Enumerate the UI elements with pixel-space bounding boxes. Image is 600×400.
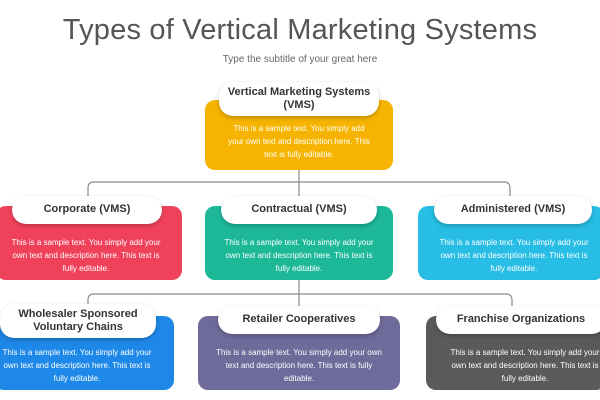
node-administered-label: Administered (VMS) <box>434 196 592 224</box>
node-retailer-label: Retailer Cooperatives <box>218 306 380 334</box>
node-corporate-label: Corporate (VMS) <box>12 196 162 224</box>
page-subtitle: Type the subtitle of your great here <box>222 54 378 65</box>
node-retailer: Retailer Cooperatives This is a sample t… <box>198 306 400 390</box>
node-retailer-text: This is a sample text. You simply add yo… <box>216 348 382 383</box>
node-contractual: Contractual (VMS) This is a sample text.… <box>205 196 393 280</box>
node-franchise: Franchise Organizations This is a sample… <box>426 306 600 390</box>
node-franchise-text: This is a sample text. You simply add yo… <box>450 348 600 383</box>
node-wholesaler: Wholesaler Sponsored Voluntary Chains Th… <box>0 304 174 390</box>
node-contractual-text: This is a sample text. You simply add yo… <box>224 238 374 273</box>
node-root-label: Vertical Marketing Systems (VMS) <box>219 82 379 116</box>
node-administered: Administered (VMS) This is a sample text… <box>418 196 600 280</box>
node-root-text: This is a sample text. You simply add yo… <box>228 124 370 159</box>
connector-level3-bar <box>87 293 513 306</box>
node-franchise-label: Franchise Organizations <box>436 306 600 334</box>
node-corporate: Corporate (VMS) This is a sample text. Y… <box>0 196 182 280</box>
node-administered-text: This is a sample text. You simply add yo… <box>439 238 589 273</box>
node-corporate-text: This is a sample text. You simply add yo… <box>11 238 161 273</box>
node-contractual-label: Contractual (VMS) <box>221 196 377 224</box>
node-wholesaler-text: This is a sample text. You simply add yo… <box>2 348 152 383</box>
node-root: Vertical Marketing Systems (VMS) This is… <box>205 82 393 170</box>
node-wholesaler-label: Wholesaler Sponsored Voluntary Chains <box>0 304 156 338</box>
page-title: Types of Vertical Marketing Systems <box>62 14 538 46</box>
